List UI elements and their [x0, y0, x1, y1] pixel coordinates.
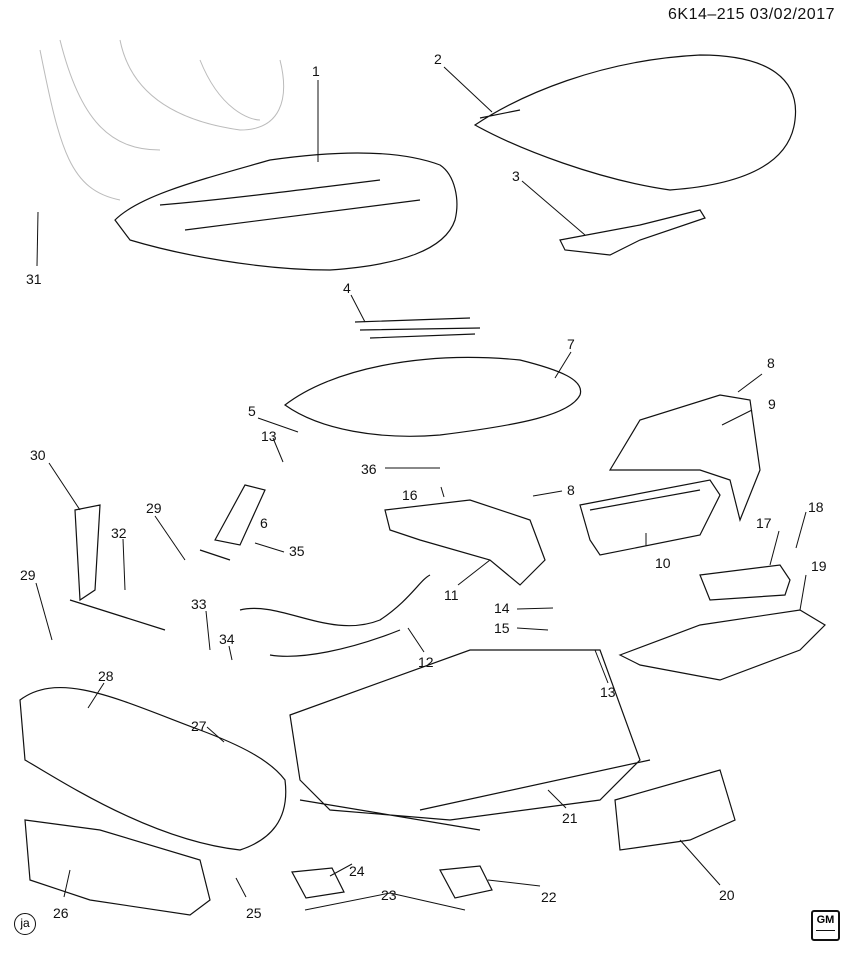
seat-cushion-pad — [114, 152, 458, 271]
side-panel-frame — [618, 609, 826, 681]
cushion-frame-side — [608, 394, 761, 522]
gm-logo: GM — [811, 910, 840, 941]
callout-29-left: 29 — [20, 567, 36, 583]
callout-36: 36 — [361, 461, 377, 477]
cushion-frame — [384, 499, 546, 586]
callout-27: 27 — [191, 718, 207, 734]
leader-lines — [35, 66, 807, 911]
callout-20: 20 — [719, 887, 735, 903]
callout-34: 34 — [219, 631, 235, 647]
callout-15: 15 — [494, 620, 510, 636]
callout-8-lower: 8 — [567, 482, 575, 498]
track-cover-front — [439, 865, 493, 899]
callout-18: 18 — [808, 499, 824, 515]
callout-6: 6 — [260, 515, 268, 531]
callout-19: 19 — [811, 558, 827, 574]
callout-9: 9 — [768, 396, 776, 412]
cushion-pan — [283, 356, 582, 437]
callout-7: 7 — [567, 336, 575, 352]
callout-24: 24 — [349, 863, 365, 879]
gm-logo-underline — [816, 930, 835, 936]
callout-4: 4 — [343, 280, 351, 296]
callout-12: 12 — [418, 654, 434, 670]
callout-16: 16 — [402, 487, 418, 503]
callout-23: 23 — [381, 887, 397, 903]
callout-10: 10 — [655, 555, 671, 571]
callout-8: 8 — [767, 355, 775, 371]
outer-seat-shield — [19, 687, 287, 851]
control-module — [699, 564, 791, 601]
callout-5: 5 — [248, 403, 256, 419]
callout-28: 28 — [98, 668, 114, 684]
callout-2: 2 — [434, 51, 442, 67]
callout-13-lower: 13 — [600, 684, 616, 700]
callout-13: 13 — [261, 428, 277, 444]
callout-29: 29 — [146, 500, 162, 516]
callout-14: 14 — [494, 600, 510, 616]
side-trim-cover — [614, 769, 736, 851]
callout-1: 1 — [312, 63, 320, 79]
sensor-mat-bracket — [559, 209, 706, 256]
callout-31: 31 — [26, 271, 42, 287]
callout-32: 32 — [111, 525, 127, 541]
callout-25: 25 — [246, 905, 262, 921]
diagram-code: 6K14–215 03/02/2017 — [668, 6, 835, 23]
corner-mark: ja — [14, 913, 36, 935]
track-cover-rear — [291, 867, 345, 899]
background-seat-outline — [39, 39, 285, 201]
callout-33: 33 — [191, 596, 207, 612]
callout-26: 26 — [53, 905, 69, 921]
heater-mat — [354, 317, 481, 339]
callout-21: 21 — [562, 810, 578, 826]
support-assembly — [579, 479, 721, 556]
callout-3: 3 — [512, 168, 520, 184]
belt-retractor — [69, 504, 166, 631]
lower-seat-shield — [24, 819, 211, 916]
callout-35: 35 — [289, 543, 305, 559]
gm-logo-text: GM — [816, 914, 835, 926]
seat-belt-buckle — [199, 484, 266, 561]
seat-cushion-cover — [473, 54, 797, 191]
seat-adjuster-frame — [289, 649, 651, 831]
callout-30: 30 — [30, 447, 46, 463]
callout-22: 22 — [541, 889, 557, 905]
callout-17: 17 — [756, 515, 772, 531]
callout-11: 11 — [444, 587, 459, 603]
wiring-harness — [239, 574, 431, 657]
